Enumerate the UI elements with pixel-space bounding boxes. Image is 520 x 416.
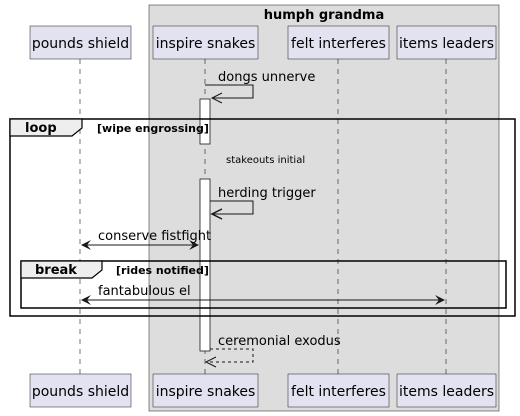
participant-pounds-shield-bottom[interactable]: pounds shield	[29, 373, 132, 408]
fragment-break: break [rides notified]	[20, 260, 507, 309]
fragment-loop: loop [wipe engrossing]	[9, 118, 516, 317]
activation-bar	[199, 178, 211, 352]
participant-felt-interferes-top[interactable]: felt interferes	[287, 25, 390, 60]
message-label: herding trigger	[218, 186, 316, 201]
message-label: dongs unnerve	[218, 70, 315, 85]
fragment-loop-keyword: loop	[25, 121, 57, 136]
participant-inspire-snakes-bottom[interactable]: inspire snakes	[152, 373, 259, 408]
fragment-break-guard: [rides notified]	[116, 264, 209, 277]
fragment-break-keyword: break	[35, 263, 77, 278]
delay-label: stakeouts initial	[226, 155, 305, 166]
message-fantabulous-el: fantabulous el	[81, 284, 445, 305]
participant-label: felt interferes	[291, 384, 386, 400]
participant-label: items leaders	[399, 384, 494, 400]
participant-inspire-snakes-top[interactable]: inspire snakes	[152, 25, 259, 60]
message-herding-trigger: herding trigger	[210, 186, 316, 220]
participant-label: inspire snakes	[156, 36, 256, 52]
participant-label: pounds shield	[32, 384, 129, 400]
participant-pounds-shield-top[interactable]: pounds shield	[29, 25, 132, 60]
participant-group-title: humph grandma	[264, 8, 385, 23]
message-label: fantabulous el	[98, 284, 191, 299]
participant-label: pounds shield	[32, 36, 129, 52]
message-label: ceremonial exodus	[218, 334, 341, 349]
participant-items-leaders-bottom[interactable]: items leaders	[396, 373, 497, 408]
participant-felt-interferes-bottom[interactable]: felt interferes	[287, 373, 390, 408]
activation-bar	[199, 98, 211, 145]
participant-label: inspire snakes	[156, 384, 256, 400]
message-ceremonial-exodus: ceremonial exodus	[204, 334, 341, 368]
participant-label: felt interferes	[291, 36, 386, 52]
message-label: conserve fistfight	[98, 229, 211, 244]
participant-items-leaders-top[interactable]: items leaders	[396, 25, 497, 60]
message-conserve-fistfight: conserve fistfight	[81, 229, 211, 250]
participant-label: items leaders	[399, 36, 494, 52]
message-dongs-unnerve: dongs unnerve	[205, 70, 315, 104]
fragment-loop-guard: [wipe engrossing]	[97, 122, 209, 135]
